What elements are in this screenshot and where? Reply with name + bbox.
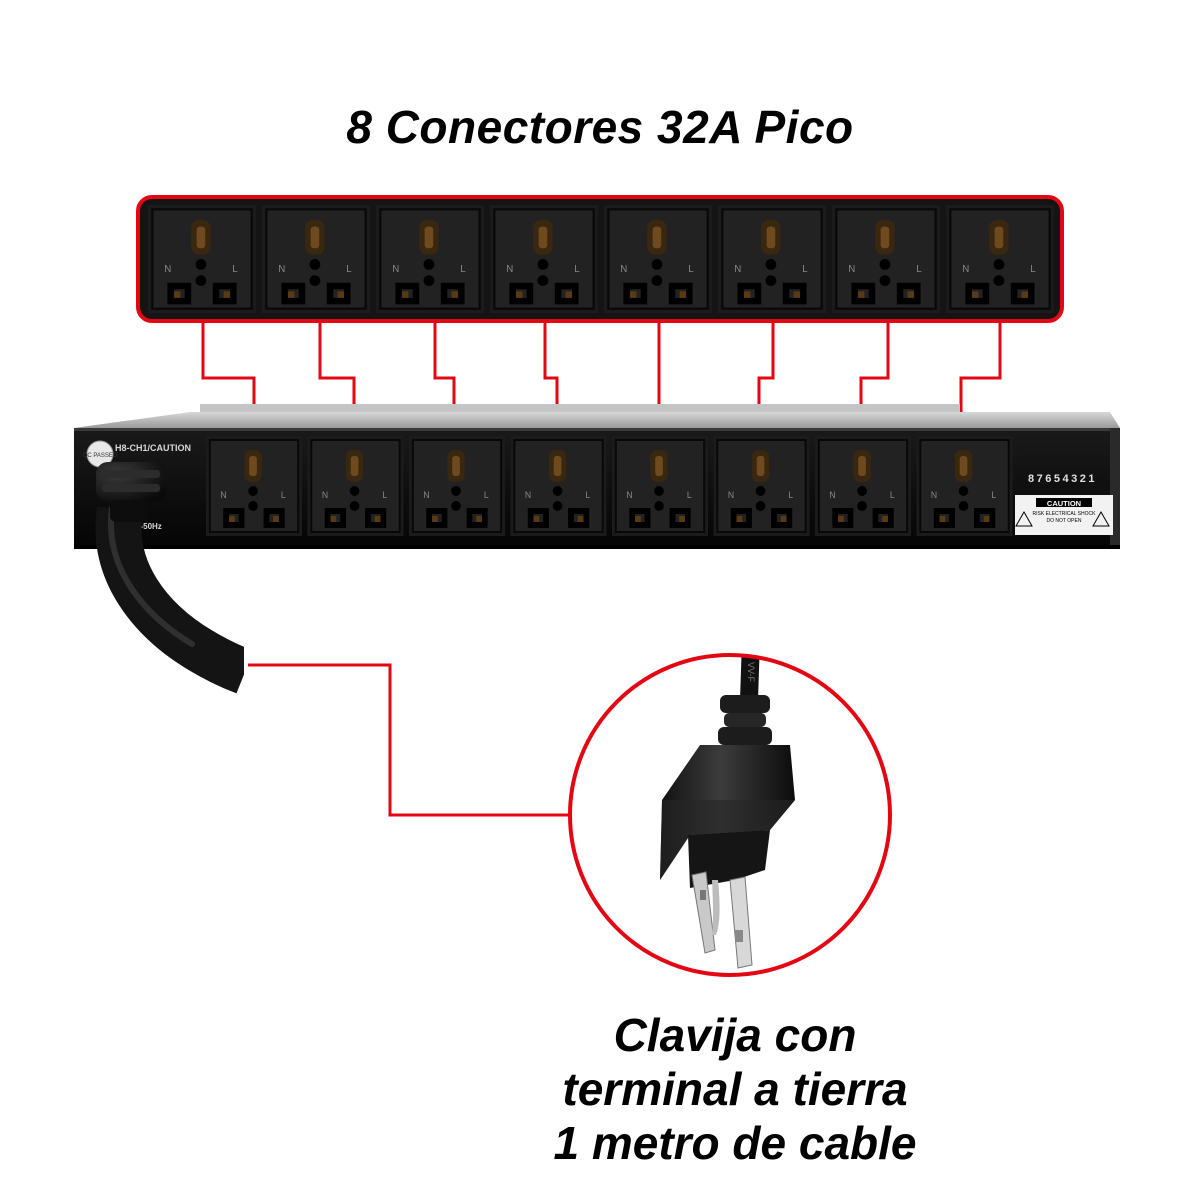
svg-text:RISK ELECTRICAL SHOCK: RISK ELECTRICAL SHOCK (1033, 511, 1097, 517)
neutral-mark: N (962, 264, 969, 275)
live-mark: L (460, 264, 466, 275)
neutral-mark: N (423, 490, 429, 500)
live-mark: L (281, 490, 286, 500)
neutral-mark: N (506, 264, 513, 275)
model-label: H8-CH1/CAUTION (115, 443, 191, 453)
qc-label: QC PASSED (83, 453, 118, 459)
live-mark: L (484, 490, 489, 500)
power-cord (95, 462, 254, 694)
live-mark: L (688, 264, 694, 275)
neutral-mark: N (829, 490, 835, 500)
live-mark: L (788, 490, 793, 500)
live-mark: L (991, 490, 996, 500)
live-mark: L (346, 264, 352, 275)
cable-print: VV-F (746, 662, 756, 683)
neutral-mark: N (525, 490, 531, 500)
live-mark: L (687, 490, 692, 500)
neutral-mark: N (931, 490, 937, 500)
svg-text:DO NOT OPEN: DO NOT OPEN (1047, 518, 1082, 524)
neutral-mark: N (392, 264, 399, 275)
neutral-mark: N (220, 490, 226, 500)
outlet-order-label: 87654321 (1028, 473, 1097, 485)
live-mark: L (1030, 264, 1036, 275)
live-mark: L (890, 490, 895, 500)
plug-zoom-circle: VV-F (568, 653, 892, 977)
neutral-mark: N (848, 264, 855, 275)
neutral-mark: N (278, 264, 285, 275)
live-mark: L (802, 264, 808, 275)
neutral-mark: N (728, 490, 734, 500)
neutral-mark: N (164, 264, 171, 275)
callout-line-2: terminal a tierra (562, 1063, 908, 1115)
headline-title: 8 Conectores 32A Pico (346, 101, 854, 153)
neutral-mark: N (734, 264, 741, 275)
live-mark: L (382, 490, 387, 500)
plug-callout-line (248, 663, 572, 817)
live-mark: L (916, 264, 922, 275)
neutral-mark: N (620, 264, 627, 275)
live-mark: L (232, 264, 238, 275)
callout-line-3: 1 metro de cable (553, 1117, 917, 1169)
plug-callout-text: Clavija con terminal a tierra 1 metro de… (500, 1008, 970, 1170)
live-mark: L (585, 490, 590, 500)
live-mark: L (574, 264, 580, 275)
neutral-mark: N (322, 490, 328, 500)
neutral-mark: N (626, 490, 632, 500)
svg-text:CAUTION: CAUTION (1047, 499, 1081, 508)
caution-sticker: CAUTION RISK ELECTRICAL SHOCK DO NOT OPE… (1015, 495, 1113, 535)
callout-line-1: Clavija con (613, 1009, 857, 1061)
